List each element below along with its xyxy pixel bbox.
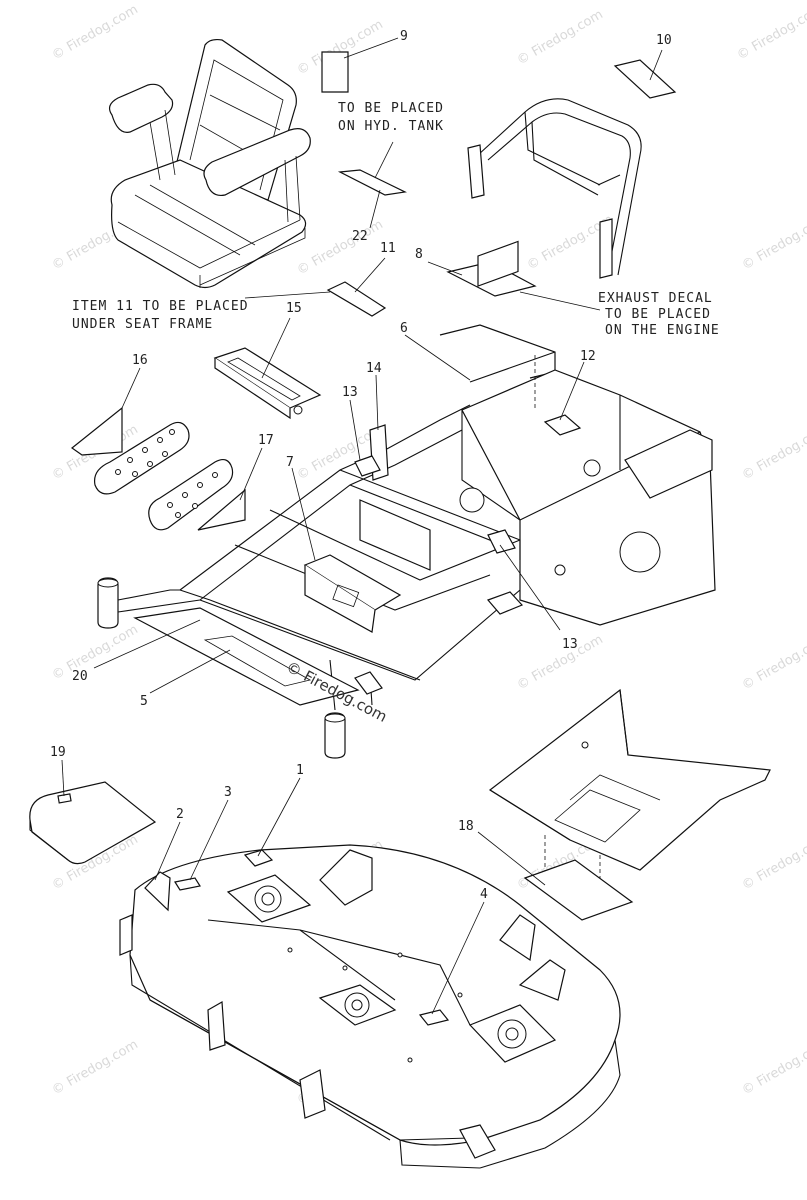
note-exhaust-line3: ON THE ENGINE — [605, 323, 720, 338]
bracket-15 — [213, 347, 322, 420]
callout-6: 6 — [400, 321, 408, 336]
callout-16: 16 — [132, 353, 148, 368]
callout-13-bottom: 13 — [562, 637, 578, 652]
callout-7: 7 — [286, 455, 294, 470]
watermark-text: © Firedog.com — [515, 7, 606, 68]
callout-9: 9 — [400, 29, 408, 44]
callout-19: 19 — [50, 745, 66, 760]
watermark-text: © Firedog.com — [740, 212, 807, 273]
callout-4: 4 — [480, 887, 488, 902]
decal-22 — [337, 169, 407, 196]
callout-20: 20 — [72, 669, 88, 684]
callout-5: 5 — [140, 694, 148, 709]
roll-bar — [467, 98, 642, 279]
watermark-text: © Firedog.com — [740, 422, 807, 483]
callout-15: 15 — [286, 301, 302, 316]
mower-deck — [119, 844, 621, 1169]
watermark-text: © Firedog.com — [50, 2, 141, 63]
watermark-text: © Firedog.com — [740, 632, 807, 693]
watermark-text: © Firedog.com — [740, 1037, 807, 1098]
callout-22: 22 — [352, 229, 368, 244]
watermark-text: © Firedog.com — [50, 1037, 141, 1098]
watermark-text: © Firedog.com — [515, 632, 606, 693]
seat — [108, 38, 311, 289]
callout-1: 1 — [296, 763, 304, 778]
watermark-text: © Firedog.com — [295, 217, 386, 278]
watermark-text: © Firedog.com — [740, 832, 807, 893]
callout-11: 11 — [380, 241, 396, 256]
cover-19 — [29, 781, 157, 865]
watermark-text: © Firedog.com — [735, 2, 807, 63]
callout-14: 14 — [366, 361, 382, 376]
decal-9 — [321, 51, 349, 93]
note-seat-frame-line2: UNDER SEAT FRAME — [72, 317, 213, 332]
note-exhaust-line2: TO BE PLACED — [605, 307, 711, 322]
callout-12: 12 — [580, 349, 596, 364]
callout-8: 8 — [415, 247, 423, 262]
note-exhaust-line1: EXHAUST DECAL — [598, 291, 713, 306]
plate-17 — [148, 458, 246, 531]
callout-13-top: 13 — [342, 385, 358, 400]
decal-10 — [613, 59, 677, 99]
decal-11 — [326, 281, 387, 317]
note-hyd-tank-line2: ON HYD. TANK — [338, 119, 444, 134]
callout-3: 3 — [224, 785, 232, 800]
callout-18: 18 — [458, 819, 474, 834]
main-frame — [97, 240, 716, 759]
decal-18 — [523, 859, 634, 921]
note-hyd-tank-line1: TO BE PLACED — [338, 101, 444, 116]
note-seat-frame-line1: ITEM 11 TO BE PLACED — [72, 299, 249, 314]
plate-16 — [70, 406, 190, 495]
callout-17: 17 — [258, 433, 274, 448]
callout-2: 2 — [176, 807, 184, 822]
callout-10: 10 — [656, 33, 672, 48]
